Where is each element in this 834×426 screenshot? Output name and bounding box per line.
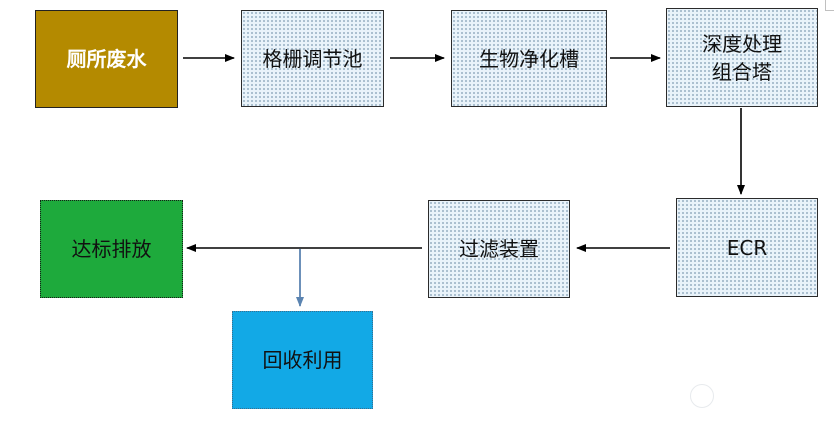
node-toilet-wastewater: 厕所废水 — [35, 10, 178, 108]
node-recycle-reuse: 回收利用 — [232, 311, 373, 409]
node-filtration-device-label: 过滤装置 — [459, 237, 539, 261]
node-discharge-standard: 达标排放 — [40, 200, 183, 298]
node-ecr: ECR — [676, 198, 818, 297]
node-biological-purification-tank: 生物净化槽 — [451, 10, 607, 107]
corner-mark — [825, 0, 834, 11]
node-discharge-standard-label: 达标排放 — [71, 237, 152, 261]
seal-circle-icon — [690, 384, 714, 408]
watermark — [690, 384, 714, 408]
node-advanced-treatment-tower: 深度处理 组合塔 — [666, 8, 818, 107]
node-ecr-label: ECR — [726, 235, 768, 260]
node-grid-regulating-tank-label: 格栅调节池 — [262, 46, 363, 71]
node-recycle-reuse-label: 回收利用 — [262, 348, 343, 372]
node-filtration-device: 过滤装置 — [428, 200, 570, 298]
node-toilet-wastewater-label: 厕所废水 — [66, 47, 147, 71]
node-advanced-treatment-tower-label: 深度处理 组合塔 — [702, 31, 782, 84]
node-biological-purification-tank-label: 生物净化槽 — [479, 46, 579, 71]
node-grid-regulating-tank: 格栅调节池 — [241, 10, 384, 107]
